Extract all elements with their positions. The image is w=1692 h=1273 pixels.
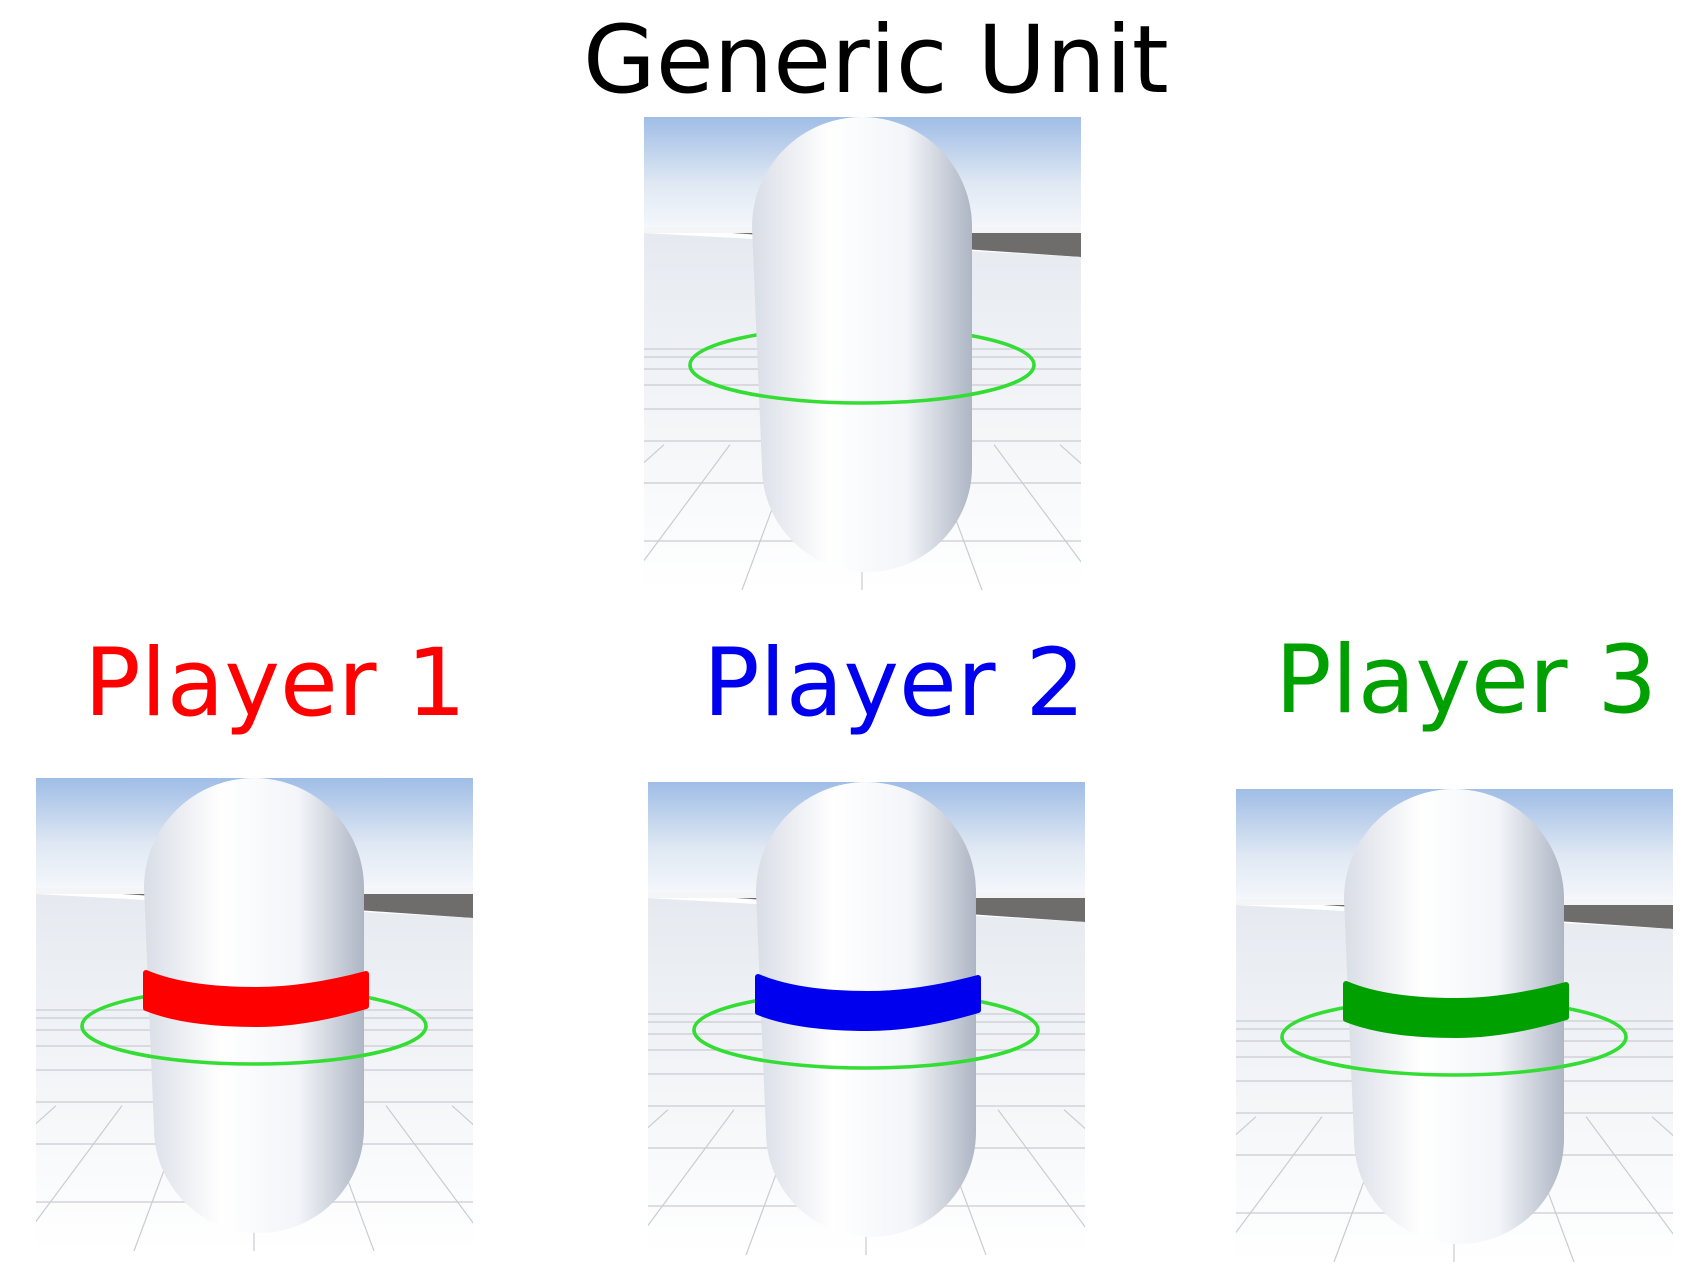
player-2-label: Player 2 <box>703 629 1086 738</box>
selection-ring-front <box>688 364 1036 405</box>
selection-ring-front <box>692 1029 1040 1070</box>
team-color-band <box>755 974 981 1031</box>
unit-scene <box>648 782 1085 1255</box>
generic-unit-title: Generic Unit <box>583 6 1169 115</box>
unit-scene <box>644 117 1081 590</box>
unit-scene <box>36 778 473 1251</box>
player-3-panel <box>1236 789 1673 1262</box>
selection-ring-front <box>80 1025 428 1066</box>
unit-scene <box>1236 789 1673 1262</box>
capsule-unit <box>752 117 972 572</box>
player-3-label: Player 3 <box>1275 626 1658 735</box>
player-1-panel <box>36 778 473 1251</box>
player-2-panel <box>648 782 1085 1255</box>
team-color-band <box>1343 981 1569 1038</box>
team-color-band <box>143 970 369 1027</box>
player-1-label: Player 1 <box>84 629 467 738</box>
selection-ring-front <box>1280 1036 1628 1077</box>
generic-unit-panel <box>644 117 1081 590</box>
